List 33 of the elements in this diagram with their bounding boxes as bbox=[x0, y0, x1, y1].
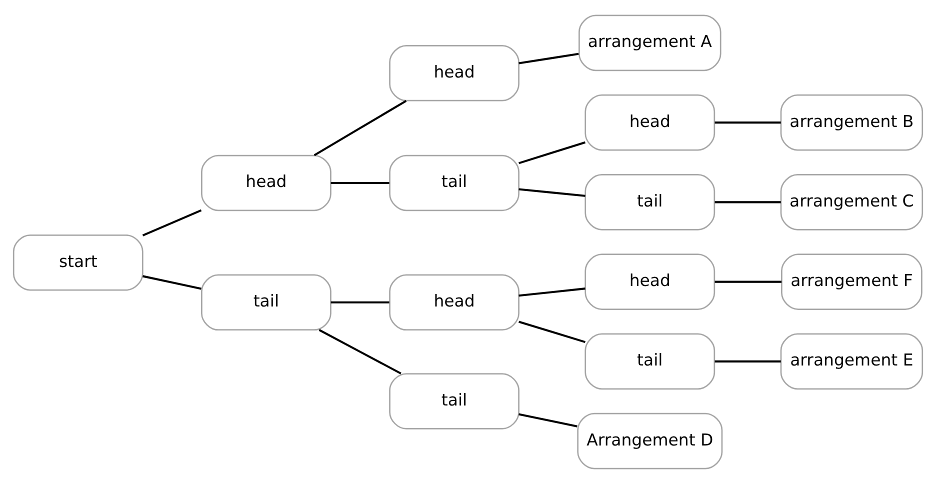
connector bbox=[518, 141, 586, 164]
node-box: tail bbox=[584, 174, 716, 230]
connector bbox=[518, 52, 579, 64]
connector bbox=[330, 301, 390, 304]
node-box: start bbox=[12, 234, 144, 291]
node-box: tail bbox=[389, 373, 520, 430]
connector bbox=[714, 122, 781, 124]
node-box: head bbox=[389, 274, 520, 331]
node-box: Arrangement D bbox=[577, 412, 723, 470]
connector bbox=[714, 360, 781, 362]
node-box: arrangement B bbox=[780, 94, 924, 151]
connector bbox=[518, 288, 586, 297]
connector bbox=[142, 275, 202, 290]
node-box: tail bbox=[584, 333, 716, 390]
connector bbox=[714, 280, 782, 283]
node-box: tail bbox=[201, 274, 332, 331]
connector bbox=[518, 188, 586, 197]
node-box: arrangement F bbox=[781, 254, 922, 310]
node-box: arrangement E bbox=[780, 333, 924, 390]
node-box: head bbox=[201, 154, 332, 212]
connector bbox=[318, 329, 402, 374]
node-box: arrangement A bbox=[578, 14, 722, 72]
node-box: tail bbox=[389, 154, 520, 212]
connector bbox=[330, 182, 390, 184]
connector bbox=[518, 413, 578, 428]
connector bbox=[714, 201, 781, 204]
node-box: head bbox=[389, 45, 520, 102]
node-box: head bbox=[584, 94, 716, 151]
connector bbox=[142, 209, 202, 236]
node-box: head bbox=[584, 254, 716, 310]
connector bbox=[314, 100, 407, 156]
connector bbox=[518, 320, 586, 344]
node-box: arrangement C bbox=[780, 174, 924, 230]
